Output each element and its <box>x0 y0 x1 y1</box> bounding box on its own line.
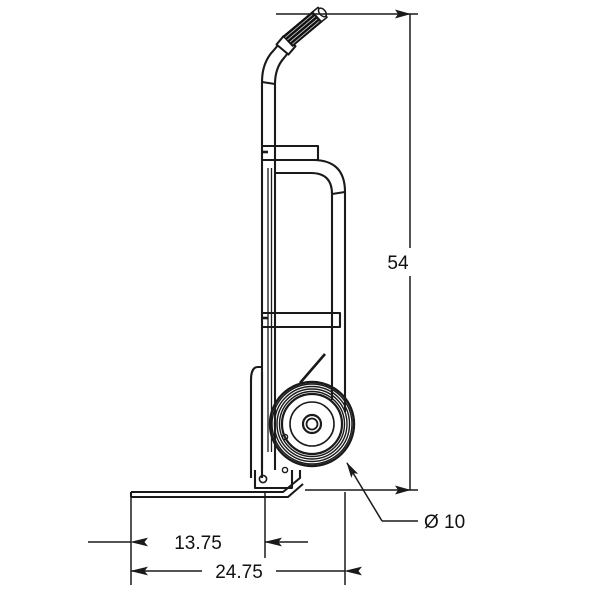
dimension-overall-height <box>276 9 418 495</box>
rail-inner-liner <box>267 168 273 452</box>
dimension-label-wheel-diameter: Ø 10 <box>424 512 465 533</box>
handle-tube <box>260 38 293 150</box>
dimension-wheel-diameter-leader <box>346 462 418 522</box>
axle-bracket <box>253 433 294 490</box>
hand-truck-assembly <box>129 6 347 499</box>
frame-loop <box>275 158 347 412</box>
dimension-label-toe-depth: 13.75 <box>174 533 222 554</box>
cross-member-mid <box>262 311 342 329</box>
axle-brace <box>299 353 326 384</box>
handle-grip <box>282 11 323 47</box>
dimension-overall-depth <box>130 492 362 585</box>
dimension-toe-depth <box>88 492 308 585</box>
wheel-guard <box>249 365 264 478</box>
cross-member-upper <box>262 144 320 162</box>
toe-plate <box>129 470 304 499</box>
dimension-label-overall-depth: 24.75 <box>215 562 263 583</box>
dimension-label-height: 54 <box>387 253 409 274</box>
wheel <box>268 380 356 468</box>
grip-ferrule <box>275 35 297 56</box>
